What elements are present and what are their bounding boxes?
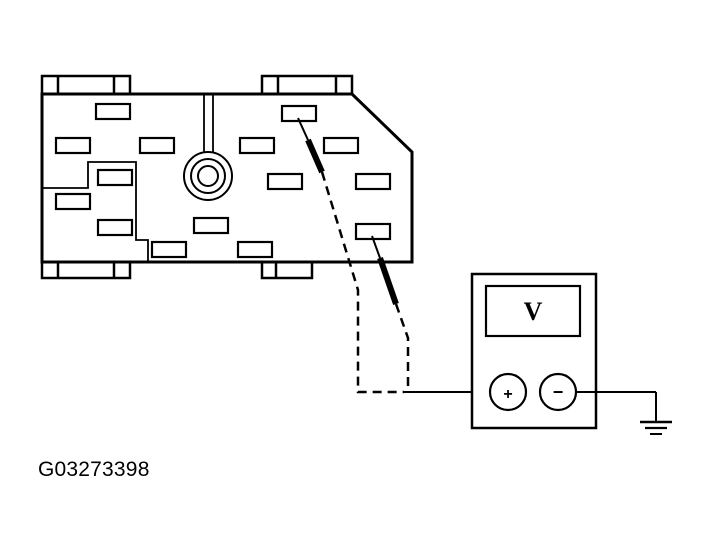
terminal-cavity — [94, 102, 132, 121]
terminal-cavity — [322, 136, 360, 155]
connector-inner-region — [42, 161, 149, 262]
connector-top-latch-left — [40, 74, 132, 96]
negative-terminal-symbol: − — [553, 382, 564, 402]
terminal-cavity — [54, 192, 92, 211]
terminal-cavity — [138, 136, 176, 155]
terminal-cavities — [54, 102, 392, 259]
probe-body-2 — [377, 257, 399, 305]
terminal-cavity — [96, 168, 134, 187]
connector-bottom-latch-right — [260, 260, 314, 280]
terminal-cavity — [354, 172, 392, 191]
probe-lead-2 — [394, 303, 410, 392]
terminal-cavity — [192, 216, 230, 235]
voltmeter-display — [484, 284, 582, 338]
ground-icon — [640, 420, 672, 435]
ground-connection — [576, 391, 672, 435]
connector-top-latch-right — [260, 74, 354, 96]
electrical-connector — [40, 74, 414, 280]
terminal-cavity — [236, 240, 274, 259]
connector-body — [40, 92, 414, 264]
terminal-cavity — [150, 240, 188, 259]
positive-terminal-symbol: + — [503, 386, 512, 403]
test-probe-leads — [297, 117, 490, 394]
figure-reference-code: G03273398 — [38, 458, 150, 481]
terminal-cavity — [96, 218, 134, 237]
terminal-cavity — [238, 136, 276, 155]
voltmeter: V + − — [470, 272, 598, 430]
terminal-cavity — [54, 136, 92, 155]
connector-bottom-latch-left — [40, 260, 132, 280]
probe-tip-2 — [371, 235, 381, 259]
voltmeter-display-symbol: V — [524, 297, 543, 326]
probe-lead-1 — [320, 171, 404, 394]
probe-body-1 — [305, 138, 325, 174]
probe-tip-1 — [297, 117, 309, 141]
terminal-cavity — [266, 172, 304, 191]
positive-terminal — [488, 372, 528, 412]
center-bolt-nut — [183, 151, 233, 201]
